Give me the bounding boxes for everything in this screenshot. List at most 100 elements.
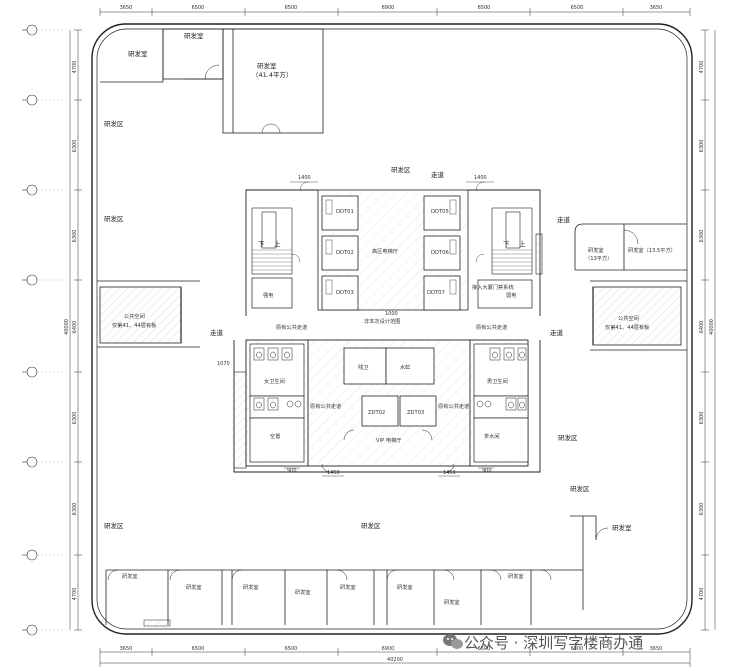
room-rd-bottom-2: 研发室 <box>186 583 202 591</box>
dim-left-1: 4700 <box>72 61 78 74</box>
dim-right-3: 6300 <box>699 230 705 243</box>
public-space-right-note: 仅第41、44层有板 <box>605 323 650 331</box>
dim-top-2: 6500 <box>192 5 205 11</box>
public-space-left-note: 仅第41、44层有板 <box>112 321 157 329</box>
public-corridor-left: 原有公共走道 <box>276 323 307 331</box>
right-dimension-chain <box>701 29 716 631</box>
weak-power-label: 弱电 <box>506 291 516 299</box>
dim-left-2: 6300 <box>72 140 78 153</box>
stair-left <box>251 207 293 275</box>
dim-right-7: 4700 <box>699 588 705 601</box>
zone-rd-4: 研发区 <box>558 433 578 442</box>
stair-left-down: 下 <box>258 240 265 248</box>
public-space-left <box>97 280 200 348</box>
zone-rd-1: 研发区 <box>104 119 124 128</box>
public-corridor-right: 原有公共走道 <box>476 323 507 331</box>
top-dimension-chain <box>99 8 691 16</box>
dim-right-2: 6300 <box>699 140 705 153</box>
dim-left-6: 6300 <box>72 503 78 516</box>
zone-rd-3: 研发区 <box>391 165 411 174</box>
stair-right-down: 下 <box>503 240 510 248</box>
electrical-rooms <box>251 277 533 309</box>
water-tank-label: 水缸 <box>400 363 410 371</box>
public-space-right <box>590 280 687 351</box>
bottom-column-hatch <box>143 619 171 627</box>
dim-left-4: 6400 <box>72 321 78 334</box>
axis-bubbles-left <box>22 24 38 636</box>
right-lower-office <box>570 515 609 610</box>
scope-note-label: 非本次设计范围 <box>364 317 400 325</box>
dim-top-3: 6500 <box>285 5 298 11</box>
room-rd-41: 研发室 <box>257 61 277 70</box>
dim-left-total: 40000 <box>64 319 70 335</box>
womens-wc-label: 女卫生间 <box>264 377 285 385</box>
public-corridor-lower-left: 原有公共走道 <box>310 402 341 410</box>
vip-hall-doors <box>321 429 455 473</box>
dim-top-7: 3650 <box>650 5 663 11</box>
zdt03-label: ZDT03 <box>407 410 424 416</box>
door-dim-1450-left: 1450 <box>327 470 340 476</box>
watermark-text: 公众号 · 深圳写字楼商办通 <box>464 634 643 652</box>
stair-right <box>491 207 533 275</box>
mens-wc-toilets <box>476 347 527 411</box>
door-dim-1000: 1000 <box>385 311 398 317</box>
access-control-label: 接入大厦门禁系统 <box>472 283 514 291</box>
room-rd-top2: 研发室 <box>184 31 204 40</box>
dim-bottom-total: 40200 <box>387 657 403 663</box>
dim-bottom-5: 6500 <box>478 646 491 652</box>
door-dim-900-left: 900 <box>287 468 297 474</box>
zdt-elevators <box>361 395 437 427</box>
zone-rd-5: 研发区 <box>570 484 590 493</box>
door-dim-1400-left: 1400 <box>298 175 311 181</box>
zone-rd-7: 研发区 <box>361 521 381 530</box>
door-dim-marks <box>290 181 494 263</box>
wechat-logo-icon <box>443 634 463 649</box>
dim-right-4: 6400 <box>699 321 705 334</box>
left-dimension-chain <box>69 29 82 631</box>
dim-bottom-4: 6900 <box>382 646 395 652</box>
corridor-right: 走道 <box>557 215 571 224</box>
strong-power-label: 强电 <box>263 291 273 299</box>
room-rd-bottom-6: 研发室 <box>397 583 413 591</box>
high-elevator-hall-label: 高区电梯厅 <box>372 247 398 255</box>
bottom-offices <box>105 569 583 625</box>
dim-bottom-3: 6500 <box>285 646 298 652</box>
dim-left-5: 6300 <box>72 412 78 425</box>
dim-left-7: 4700 <box>72 588 78 601</box>
corridor-right2: 走道 <box>550 328 564 337</box>
zone-rd-6: 研发区 <box>104 521 124 530</box>
room-rd-bottom-5: 研发室 <box>340 583 356 591</box>
room-rd-bottom-8: 研发室 <box>508 572 524 580</box>
stair-right-up: 上 <box>519 239 526 248</box>
right-core-column <box>535 233 543 275</box>
door-dim-900-right: 900 <box>482 468 492 474</box>
dim-top-1: 3650 <box>120 5 133 11</box>
public-corridor-lower-right: 原有公共走道 <box>438 402 469 410</box>
dim-bottom-7: 3650 <box>650 646 663 652</box>
door-dim-1070: 1070 <box>217 361 230 367</box>
zone-rd-2: 研发区 <box>104 214 124 223</box>
corridor-left: 走道 <box>210 328 224 337</box>
public-space-left-label: 公共空间 <box>124 312 145 320</box>
dim-right-total: 40000 <box>709 319 715 335</box>
dim-top-6: 6500 <box>571 5 584 11</box>
zdt02-label: ZDT02 <box>368 410 385 416</box>
ddt03-label: DDT03 <box>336 290 354 296</box>
room-rd-right-lower: 研发室 <box>612 523 632 532</box>
room-rd-topleft: 研发室 <box>128 49 148 58</box>
accessible-wc-and-tank <box>343 347 435 385</box>
stair-left-up: 上 <box>274 239 281 248</box>
ddt05-label: DDT05 <box>431 209 449 215</box>
womens-wc-toilets <box>253 347 293 411</box>
corridor-top: 走道 <box>431 170 445 179</box>
public-space-right-label: 公共空间 <box>618 314 639 322</box>
left-core-column <box>233 371 247 469</box>
ddt07-label: DDT07 <box>427 290 445 296</box>
elevator-shaft-marks <box>325 199 457 295</box>
dim-right-6: 6300 <box>699 503 705 516</box>
dim-top-5: 6500 <box>478 5 491 11</box>
room-rd-bottom-3: 研发室 <box>243 583 259 591</box>
room-rd-135: 研发室（13.5平方） <box>628 246 676 254</box>
right-small-offices <box>574 223 687 271</box>
